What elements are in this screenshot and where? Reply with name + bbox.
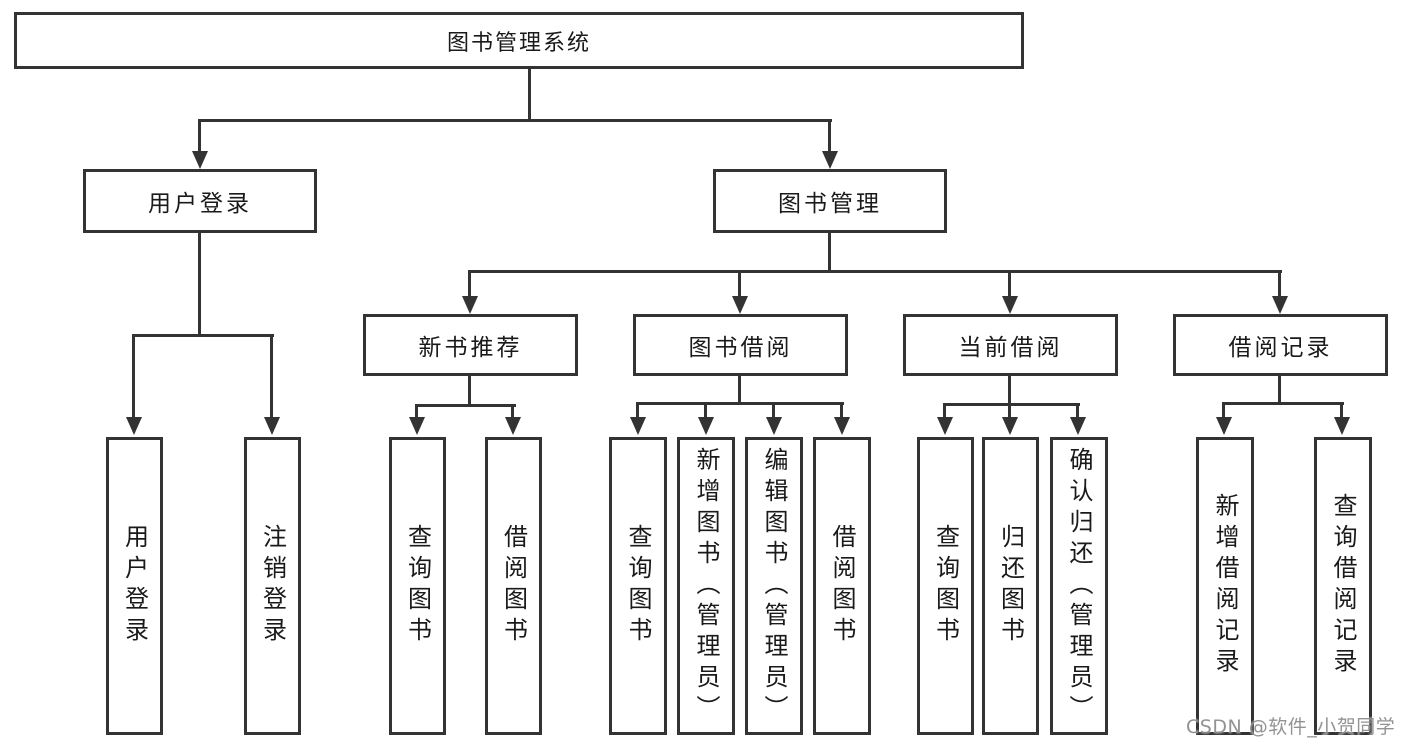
leaf-edit-book-admin: 编辑图书（管理员） bbox=[745, 437, 803, 735]
leaf-add-borrow-record: 新增借阅记录 bbox=[1196, 437, 1254, 735]
node-current-borrowing: 当前借阅 bbox=[903, 314, 1118, 376]
connector-line bbox=[738, 270, 741, 298]
connector-line bbox=[704, 402, 707, 419]
leaf-query-borrow-record-label: 查询借阅记录 bbox=[1329, 493, 1357, 679]
leaf-add-book-admin-label: 新增图书（管理员） bbox=[692, 446, 720, 726]
node-current-borrowing-label: 当前借阅 bbox=[958, 335, 1063, 361]
arrow-down-icon bbox=[822, 151, 838, 169]
node-user-login-branch-label: 用户登录 bbox=[148, 191, 252, 217]
connector-line bbox=[270, 334, 273, 419]
arrow-down-icon bbox=[732, 296, 748, 314]
leaf-user-login-label: 用户登录 bbox=[120, 524, 149, 648]
connector-line bbox=[468, 270, 471, 298]
connector-line bbox=[840, 402, 843, 419]
leaf-return-books: 归还图书 bbox=[982, 437, 1039, 735]
node-new-book-recommend: 新书推荐 bbox=[363, 314, 578, 376]
connector-line bbox=[1008, 376, 1011, 406]
connector-line bbox=[828, 233, 831, 273]
leaf-query-books-borrowing-label: 查询图书 bbox=[624, 524, 652, 648]
leaf-logout: 注销登录 bbox=[244, 437, 301, 735]
connector-line bbox=[1222, 402, 1344, 405]
connector-line bbox=[132, 334, 274, 337]
leaf-return-books-label: 归还图书 bbox=[996, 524, 1025, 648]
arrow-down-icon bbox=[1002, 296, 1018, 314]
connector-line bbox=[828, 119, 831, 157]
leaf-query-books-current-label: 查询图书 bbox=[931, 524, 960, 648]
arrow-down-icon bbox=[834, 417, 850, 435]
node-borrowing-records: 借阅记录 bbox=[1173, 314, 1388, 376]
connector-line bbox=[1222, 402, 1225, 419]
leaf-query-books-current: 查询图书 bbox=[917, 437, 974, 735]
connector-line bbox=[636, 402, 844, 405]
arrow-down-icon bbox=[766, 417, 782, 435]
connector-line bbox=[468, 270, 1282, 273]
connector-line bbox=[1076, 403, 1079, 419]
connector-line bbox=[636, 402, 639, 419]
leaf-query-borrow-record: 查询借阅记录 bbox=[1314, 437, 1372, 735]
connector-line bbox=[1278, 376, 1281, 405]
arrow-down-icon bbox=[1216, 417, 1232, 435]
node-borrowing-records-label: 借阅记录 bbox=[1228, 335, 1333, 361]
connector-line bbox=[1278, 270, 1281, 298]
connector-line bbox=[468, 376, 471, 407]
leaf-borrow-books: 借阅图书 bbox=[813, 437, 871, 735]
connector-line bbox=[943, 403, 946, 419]
connector-line bbox=[198, 119, 832, 122]
connector-line bbox=[1008, 403, 1011, 419]
connector-line bbox=[772, 402, 775, 419]
node-root-label: 图书管理系统 bbox=[446, 30, 591, 56]
arrow-down-icon bbox=[937, 417, 953, 435]
node-book-management-label: 图书管理 bbox=[778, 191, 882, 217]
arrow-down-icon bbox=[1002, 417, 1018, 435]
leaf-add-borrow-record-label: 新增借阅记录 bbox=[1211, 493, 1239, 679]
leaf-confirm-return-admin-label: 确认归还（管理员） bbox=[1065, 446, 1093, 726]
leaf-borrow-books-label: 借阅图书 bbox=[828, 524, 856, 648]
leaf-edit-book-admin-label: 编辑图书（管理员） bbox=[760, 446, 788, 726]
leaf-query-books-recommend-label: 查询图书 bbox=[403, 524, 432, 648]
arrow-down-icon bbox=[1272, 296, 1288, 314]
connector-line bbox=[198, 119, 201, 157]
arrow-down-icon bbox=[698, 417, 714, 435]
leaf-query-books-borrowing: 查询图书 bbox=[609, 437, 667, 735]
leaf-borrow-books-recommend: 借阅图书 bbox=[485, 437, 542, 735]
connector-line bbox=[738, 376, 741, 405]
leaf-user-login: 用户登录 bbox=[106, 437, 163, 735]
connector-line bbox=[943, 403, 1080, 406]
node-new-book-recommend-label: 新书推荐 bbox=[418, 335, 523, 361]
arrow-down-icon bbox=[1070, 417, 1086, 435]
leaf-add-book-admin: 新增图书（管理员） bbox=[677, 437, 735, 735]
watermark: CSDN @软件_小贺同学 bbox=[1186, 716, 1396, 738]
node-book-management: 图书管理 bbox=[713, 169, 947, 233]
node-root: 图书管理系统 bbox=[14, 12, 1024, 69]
arrow-down-icon bbox=[462, 296, 478, 314]
arrow-down-icon bbox=[264, 417, 280, 435]
connector-line bbox=[528, 69, 531, 121]
connector-line bbox=[415, 404, 418, 419]
node-book-borrowing-label: 图书借阅 bbox=[688, 335, 793, 361]
arrow-down-icon bbox=[409, 417, 425, 435]
node-user-login-branch: 用户登录 bbox=[83, 169, 317, 233]
arrow-down-icon bbox=[630, 417, 646, 435]
arrow-down-icon bbox=[192, 151, 208, 169]
connector-line bbox=[1340, 402, 1343, 419]
arrow-down-icon bbox=[1334, 417, 1350, 435]
leaf-query-books-recommend: 查询图书 bbox=[389, 437, 446, 735]
connector-line bbox=[415, 404, 516, 407]
leaf-borrow-books-recommend-label: 借阅图书 bbox=[499, 524, 528, 648]
connector-line bbox=[511, 404, 514, 419]
connector-line bbox=[198, 233, 201, 337]
leaf-confirm-return-admin: 确认归还（管理员） bbox=[1050, 437, 1108, 735]
leaf-logout-label: 注销登录 bbox=[258, 524, 287, 648]
arrow-down-icon bbox=[126, 417, 142, 435]
arrow-down-icon bbox=[505, 417, 521, 435]
node-book-borrowing: 图书借阅 bbox=[633, 314, 848, 376]
connector-line bbox=[1008, 270, 1011, 298]
connector-line bbox=[132, 334, 135, 419]
